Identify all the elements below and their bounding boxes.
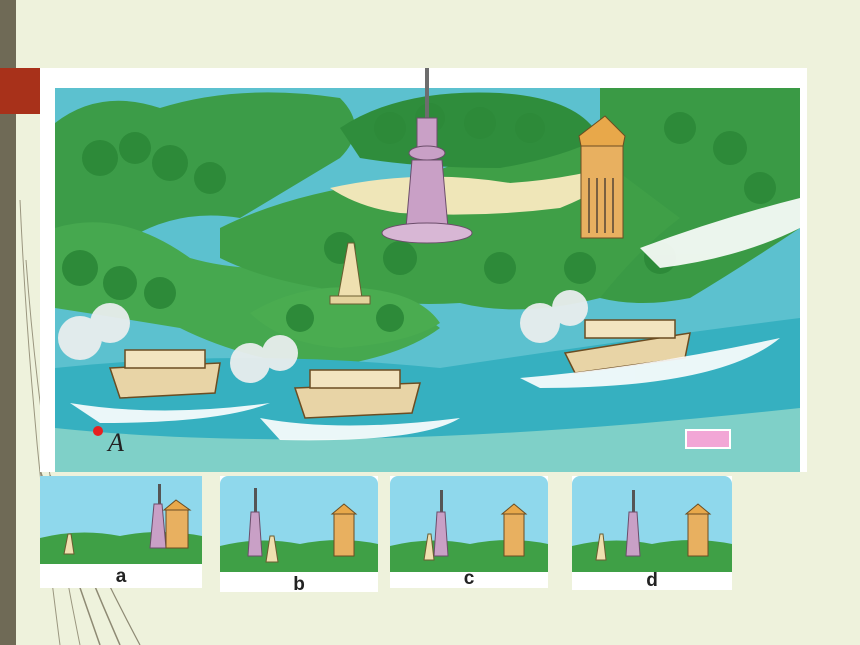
option-d-picture [572,476,732,572]
option-a-picture [40,476,202,564]
option-a[interactable]: a [40,476,202,588]
option-b-picture [220,476,378,572]
option-c-picture [390,476,548,572]
option-d-label: d [646,570,658,591]
option-a-label: a [115,566,127,587]
option-b-label: b [293,574,305,595]
option-c-label: c [463,568,475,589]
point-a-label: A [108,428,124,457]
option-d[interactable]: d [572,476,732,591]
option-c[interactable]: c [390,476,548,589]
left-sidebar-bar [0,0,16,645]
option-b[interactable]: b [220,476,378,595]
river-scene-illustration [40,68,807,472]
